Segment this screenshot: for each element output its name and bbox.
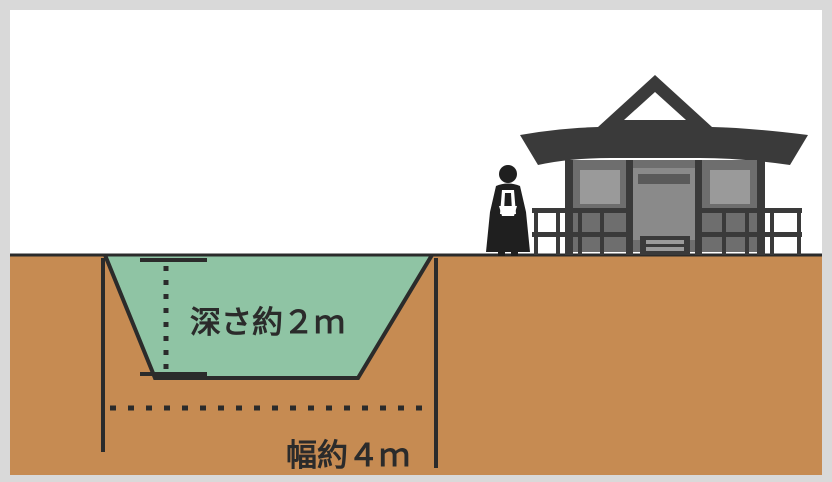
moat-outline: [103, 253, 434, 380]
depth-measurement: [140, 258, 207, 376]
depth-label: 深さ約２ｍ: [190, 305, 345, 341]
width-label: 幅約４ｍ: [286, 438, 410, 474]
width-measurement: [101, 258, 438, 468]
moat-water: [105, 255, 432, 378]
temple-icon: [520, 75, 808, 255]
monk-figure-icon: [486, 165, 530, 256]
